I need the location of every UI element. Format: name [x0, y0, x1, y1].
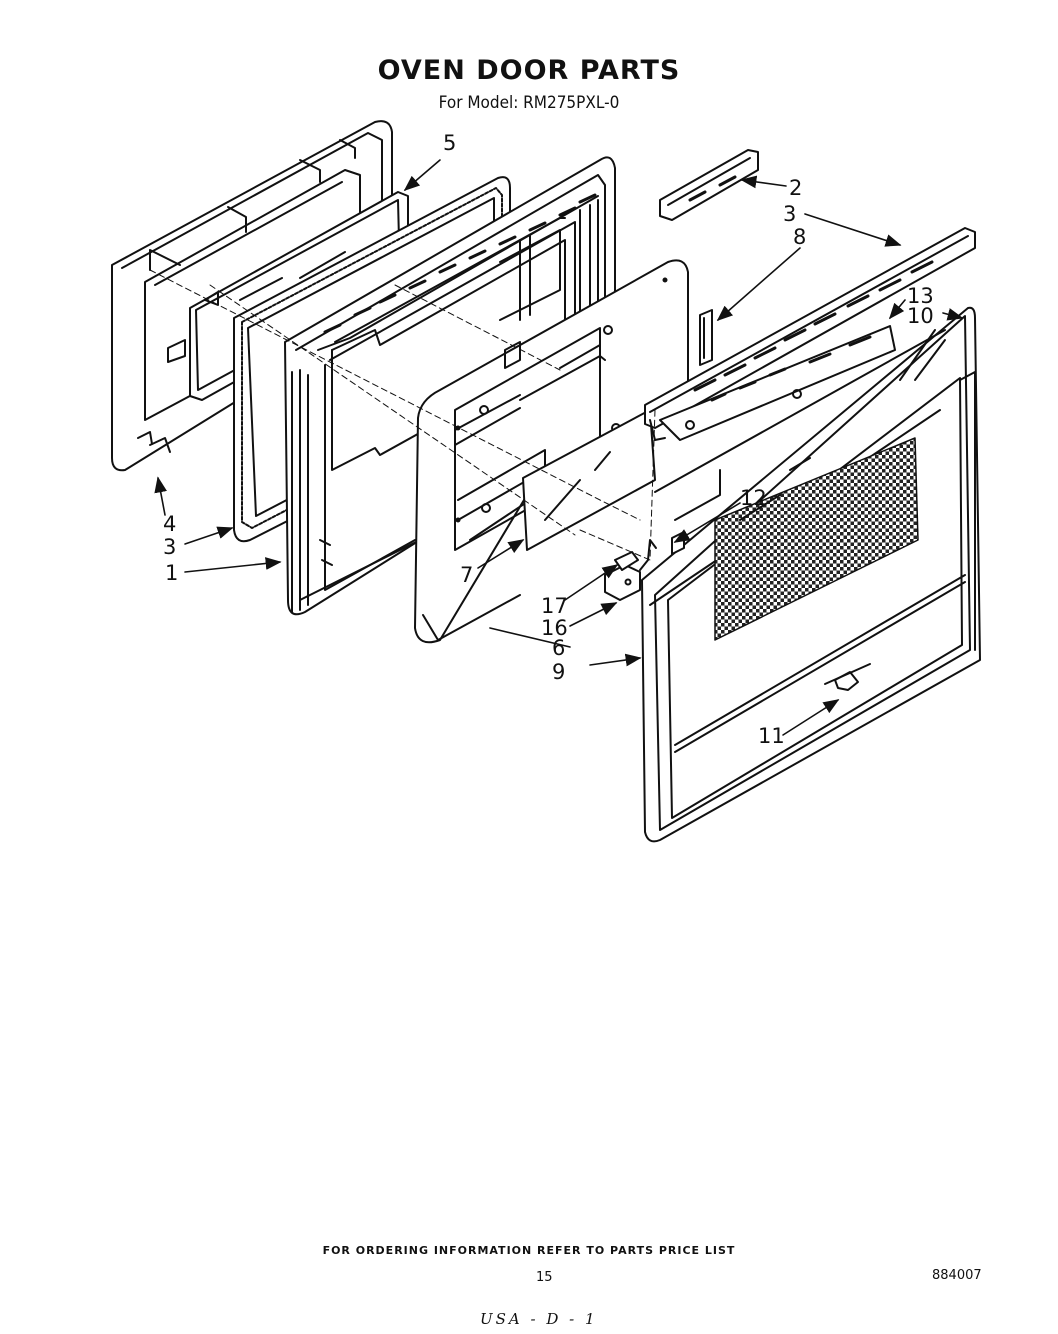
part-14-trim-channel: [659, 325, 896, 441]
callout-12: 11: [758, 724, 785, 748]
part-8-bracket: [699, 309, 713, 366]
ordering-note: FOR ORDERING INFORMATION REFER TO PARTS …: [322, 1244, 736, 1257]
part-7-glass-pane: [522, 409, 656, 551]
page-title: OVEN DOOR PARTS: [377, 55, 681, 86]
part-9-outer-door: [641, 306, 981, 843]
callout-2: 2: [789, 176, 803, 200]
leader-lines: [154, 159, 964, 736]
part-11-top-trim: [644, 227, 976, 441]
callout-16: 16: [541, 616, 568, 640]
callout-1: 1: [165, 561, 179, 585]
handwritten-code: USA - D - 1: [480, 1310, 598, 1328]
callout-13: 12: [740, 486, 767, 510]
callout-11: 3: [783, 202, 797, 226]
callout-4: 4: [163, 512, 177, 536]
model-line: For Model: RM275PXL-0: [0, 93, 1058, 113]
page-number: 15: [536, 1270, 553, 1285]
callout-9: 9: [552, 660, 566, 684]
callout-5: 5: [443, 131, 457, 155]
part-2-top-channel: [659, 149, 759, 221]
model-number: RM275PXL-0: [523, 93, 620, 113]
document-number: 884007: [932, 1268, 982, 1283]
callout-6: 6: [552, 636, 566, 660]
callout-14: 13: [907, 284, 934, 308]
callout-3: 3: [163, 535, 177, 559]
callout-8: 8: [793, 225, 807, 249]
model-prefix: For Model:: [438, 93, 519, 113]
callout-17: 17: [541, 594, 568, 618]
part-6-inner-panel: [414, 259, 689, 644]
callout-7: 7: [460, 563, 474, 587]
callout-10: 10: [907, 304, 934, 328]
